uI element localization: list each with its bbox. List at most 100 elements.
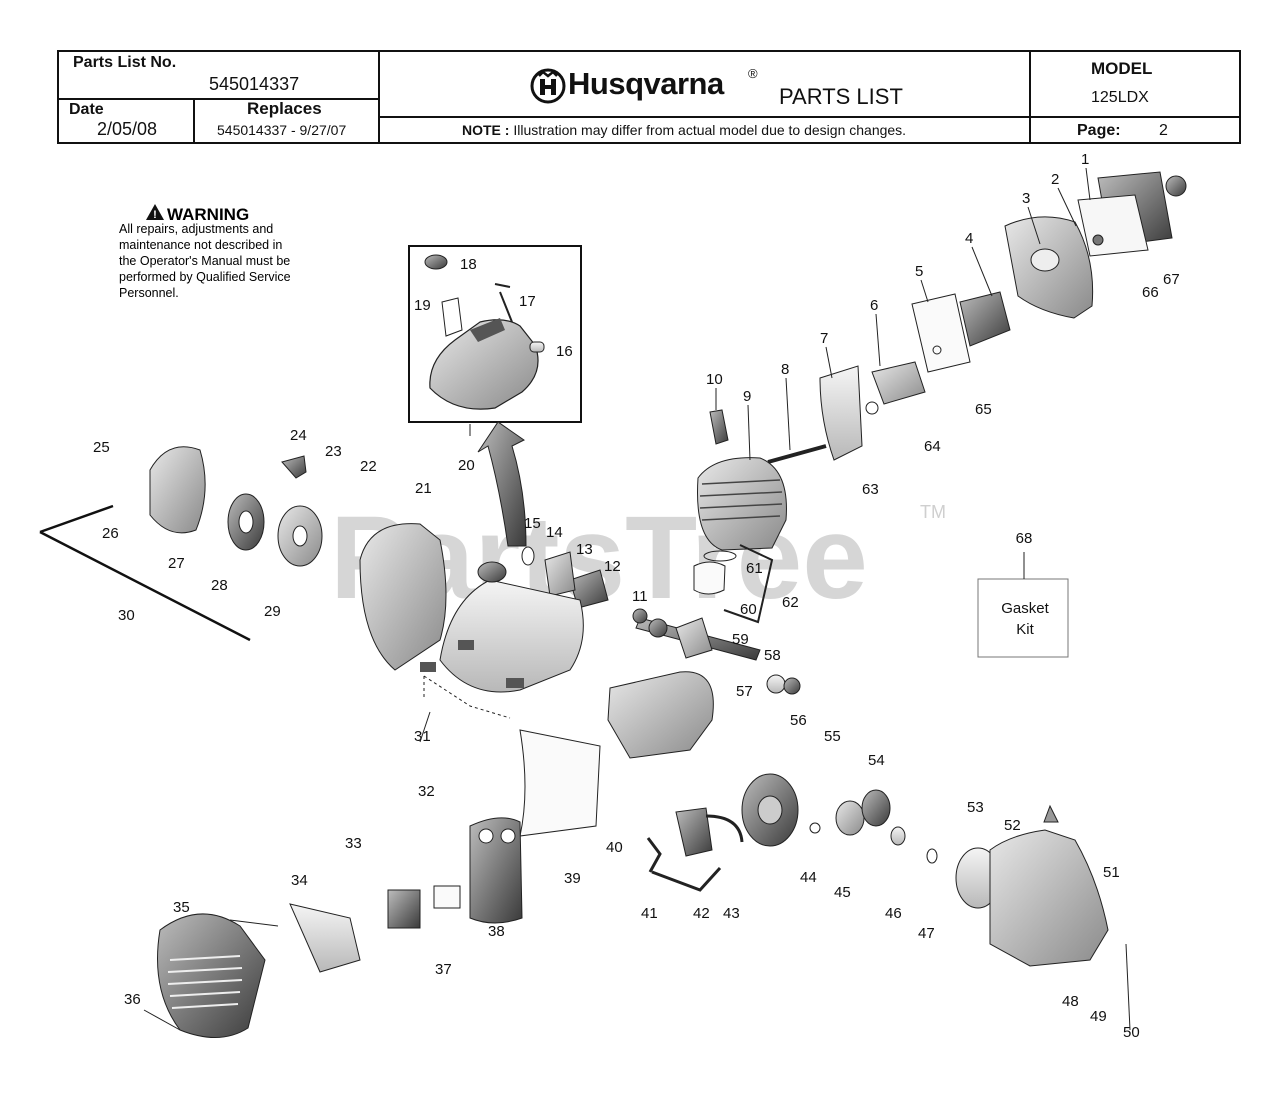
part-number-label: 23 [325,443,342,460]
part-number-label: 39 [564,870,581,887]
part-number-label: 32 [418,783,435,800]
part-number-label: 11 [632,588,648,605]
part-number-label: 3 [1022,190,1030,207]
part-number-label: 55 [824,728,841,745]
part-number-label: 56 [790,712,807,729]
fuel-tank [439,579,584,693]
part-number-label: 35 [173,899,190,916]
part-number-label: 1 [1081,151,1089,168]
part-number-label: 62 [782,594,799,611]
part-number-label: 16 [556,343,573,360]
header-table: Parts List No. 545014337 Date 2/05/08 Re… [57,50,1241,144]
part-number-label: 51 [1103,864,1120,881]
part-number-label: 42 [693,905,710,922]
part-number-label: 29 [264,603,281,620]
part-number-label: 47 [918,925,935,942]
part-number-label: 10 [706,371,723,388]
parts-list-title: PARTS LIST [779,84,903,109]
carburetor [959,291,1011,347]
model-value: 125LDX [1091,89,1149,106]
part-number-label: 67 [1163,271,1180,288]
warning-block: ! WARNING All repairs, adjustments and m… [119,204,291,300]
brand-name: Husqvarna [568,66,724,101]
part-number-label: 44 [800,869,817,886]
part-number-label: 17 [519,293,536,310]
starter-housing [359,523,447,671]
part-number-label: 18 [460,256,477,273]
note-label: NOTE : [462,122,510,138]
svg-text:!: ! [153,209,157,221]
fuel-tank-inset [408,245,582,423]
part-number-label: 14 [546,524,563,541]
part-number-label: 12 [604,558,621,575]
part-number-label: 25 [93,439,110,456]
page-value: 2 [1159,122,1168,139]
part-number-label: 30 [118,607,135,624]
part-number-label: 65 [975,401,992,418]
warning-triangle-icon [146,204,164,220]
part-number-label: 43 [723,905,740,922]
part-callouts: 1 2 3 4 5 6 7 8 9 10 11 12 13 14 15 16 1… [93,151,1180,1041]
warning-line: All repairs, adjustments and [119,222,273,236]
part-number-label: 38 [488,923,505,940]
husqvarna-logo: Husqvarna ® [530,66,758,108]
watermark-tm: TM [920,502,946,522]
model-label: MODEL [1091,59,1153,78]
part-number-label: 24 [290,427,307,444]
part-number-label: 4 [965,230,973,247]
part-number-label: 33 [345,835,362,852]
part-number-label: 26 [102,525,119,542]
air-filter [1077,194,1149,257]
part-number-label: 15 [524,515,541,532]
part-number-label: 20 [458,457,475,474]
part-number-label: 19 [414,297,431,314]
part-number-label: 22 [360,458,377,475]
crown-h-icon [530,68,566,104]
part-number-label: 58 [764,647,781,664]
part-number-label: 9 [743,388,751,405]
assembly-arrow-icon [477,421,527,547]
replaces-label: Replaces [247,99,322,118]
part-number-label: 37 [435,961,452,978]
warning-line: Personnel. [119,286,179,300]
part-number-label: 2 [1051,171,1059,188]
part-number-label: 61 [746,560,763,577]
gasket-kit-label: Gasket [1001,600,1049,617]
part-number-label: 52 [1004,817,1021,834]
note: NOTE : Illustration may differ from actu… [462,122,906,138]
warning-heading: WARNING [167,205,249,224]
gasket-kit-label: Kit [1016,621,1034,638]
part-number-label: 57 [736,683,753,700]
part-number-label: 6 [870,297,878,314]
part-number-label: 13 [576,541,593,558]
clutch-housing [989,829,1109,967]
part-number-label: 36 [124,991,141,1008]
part-number-label: 53 [967,799,984,816]
part-number-label: 46 [885,905,902,922]
part-number-label: 49 [1090,1008,1107,1025]
part-number-label: 63 [862,481,879,498]
part-number-label: 59 [732,631,749,648]
part-number-label: 45 [834,884,851,901]
part-number-label: 8 [781,361,789,378]
part-number-label: 50 [1123,1024,1140,1041]
part-number-label: 34 [291,872,308,889]
warning-line: the Operator's Manual must be [119,254,290,268]
part-number-label: 66 [1142,284,1159,301]
muffler [469,817,523,924]
replaces-value: 545014337 - 9/27/07 [217,122,347,138]
part-number-label: 40 [606,839,623,856]
part-number-label: 54 [868,752,885,769]
part-number-label: 48 [1062,993,1079,1010]
part-number-label: 41 [641,905,658,922]
parts-list-no-label: Parts List No. [73,54,177,71]
ignition-module [675,807,713,857]
warning-line: performed by Qualified Service [119,270,291,284]
part-number-label: 7 [820,330,828,347]
part-number-label: 28 [211,577,228,594]
parts-list-no-value: 545014337 [209,74,300,94]
registered-mark: ® [748,66,758,81]
part-number-label: 21 [415,480,432,497]
part-number-label: 27 [168,555,185,572]
